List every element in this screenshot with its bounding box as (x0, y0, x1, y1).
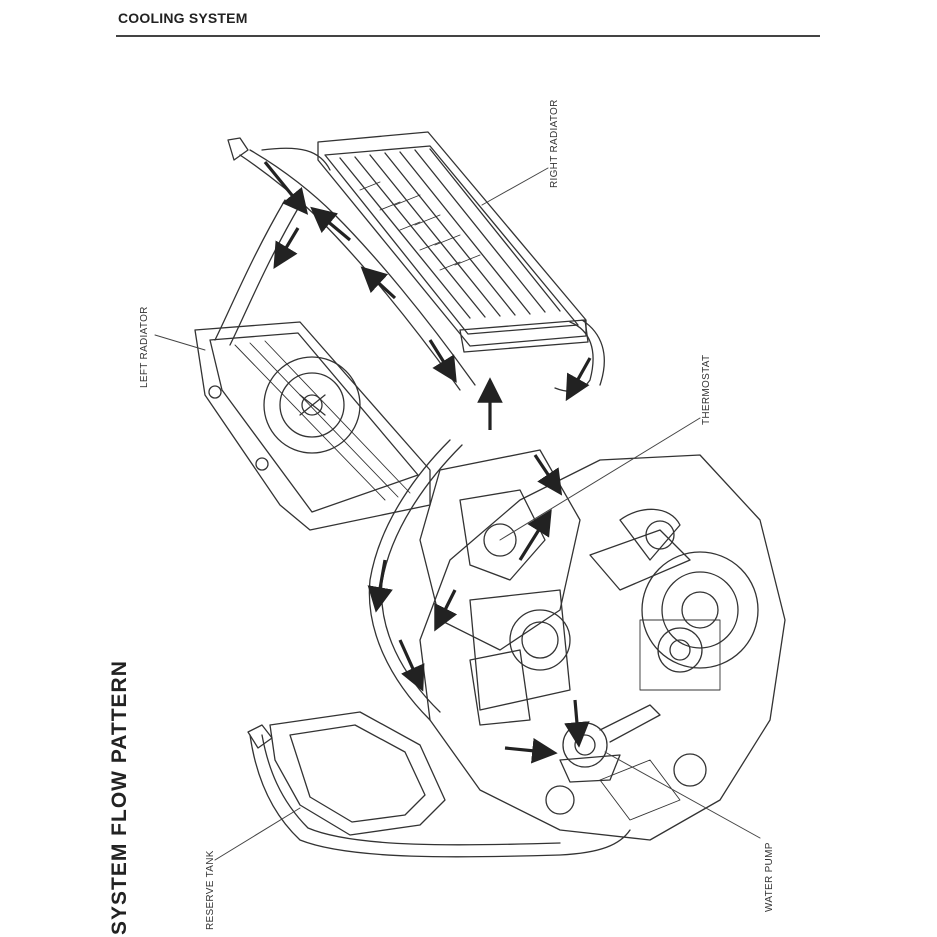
flow-arrows (263, 160, 592, 764)
flow-arrow (518, 509, 552, 561)
flow-arrow (504, 737, 558, 764)
flow-arrow (434, 589, 458, 632)
reserve-tank-drawing (247, 711, 446, 836)
flow-arrow (263, 160, 309, 215)
leader-water-pump (604, 751, 761, 839)
flow-arrow (398, 639, 425, 692)
header-rule (116, 35, 820, 37)
left-radiator-drawing (194, 321, 431, 531)
flow-arrow (310, 206, 352, 242)
engine-drawing (419, 454, 786, 841)
cylinder-head-drawing (419, 449, 581, 726)
flow-arrow (367, 559, 393, 613)
flow-arrow (428, 339, 457, 383)
flow-arrow (273, 227, 300, 269)
upper-hoses (214, 137, 605, 392)
flow-arrow (565, 357, 592, 402)
flow-arrow (533, 454, 563, 496)
leader-right-radiator (481, 167, 549, 206)
page-header-title: COOLING SYSTEM (118, 10, 248, 26)
leader-thermostat (499, 417, 701, 541)
leader-left-radiator (154, 334, 206, 351)
flow-arrow (360, 266, 397, 300)
flow-arrow (564, 699, 590, 748)
leader-reserve-tank (214, 807, 301, 861)
right-radiator-drawing (317, 131, 589, 353)
